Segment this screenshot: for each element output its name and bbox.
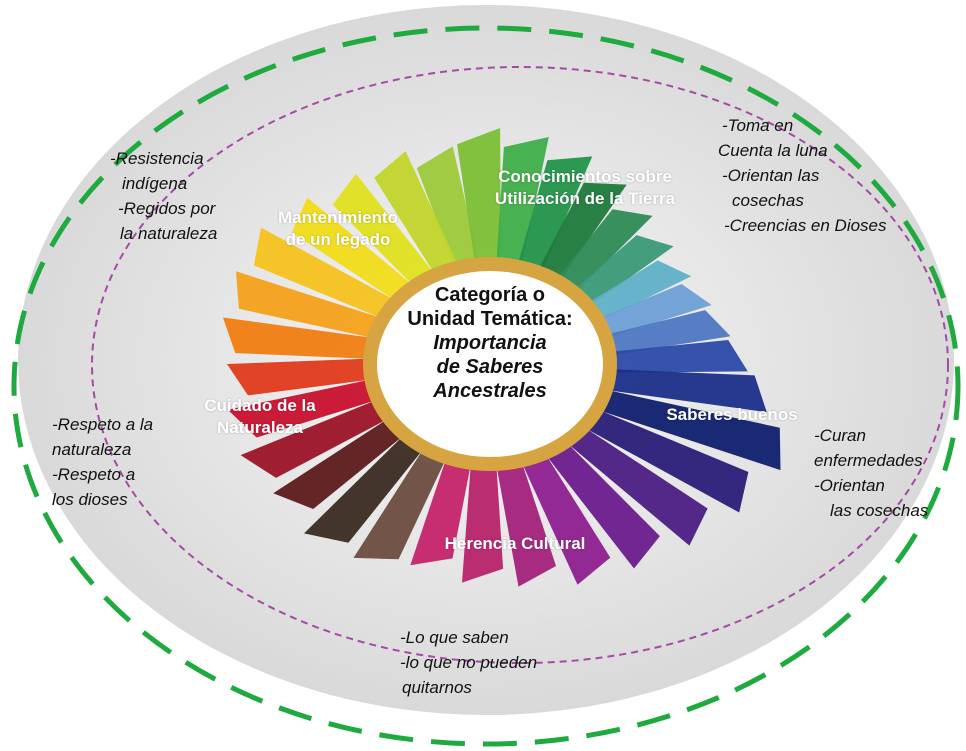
segment-label-cuidado: Cuidado de la Naturaleza bbox=[204, 396, 316, 437]
category-subtitle-line1: Importancia bbox=[433, 332, 547, 354]
color-ray bbox=[227, 357, 402, 396]
color-ray bbox=[332, 173, 452, 306]
color-ray bbox=[457, 128, 501, 290]
color-ray bbox=[273, 402, 427, 509]
color-ray bbox=[253, 227, 423, 330]
category-title-line2: Unidad Temática: bbox=[407, 308, 573, 330]
color-ray bbox=[528, 422, 660, 569]
category-subtitle-line3: Ancestrales bbox=[433, 380, 547, 402]
color-ray bbox=[462, 437, 504, 583]
annotation-top-left: -Resistencia indígena -Regidos por la na… bbox=[110, 149, 218, 243]
color-ray bbox=[416, 146, 486, 293]
color-ray bbox=[576, 367, 767, 413]
segment-label-herencia: Herencia Cultural bbox=[444, 534, 586, 553]
color-ray bbox=[544, 411, 708, 546]
color-ray bbox=[510, 156, 593, 298]
category-subtitle-line2: de Saberes bbox=[436, 356, 544, 378]
annotation-right: -Curan enfermedades -Orientan las cosech… bbox=[814, 426, 929, 520]
annotation-bottom: -Lo que saben -lo que no pueden quitarno… bbox=[400, 628, 538, 697]
color-ray bbox=[491, 436, 556, 587]
color-ray bbox=[223, 317, 404, 361]
segment-label-conocimientos: Conocimientos sobre Utilización de la Ti… bbox=[494, 167, 676, 208]
color-ray bbox=[374, 151, 470, 298]
color-ray bbox=[494, 137, 549, 293]
color-ray bbox=[240, 388, 415, 478]
annotation-top-right: -Toma en Cuenta la luna -Orientan las co… bbox=[718, 116, 887, 235]
color-ray bbox=[568, 383, 781, 471]
color-ray bbox=[557, 398, 749, 513]
color-ray bbox=[236, 271, 412, 345]
color-ray bbox=[227, 373, 406, 438]
color-ray bbox=[291, 197, 436, 317]
segment-label-saberes: Saberes buenos bbox=[666, 405, 798, 424]
color-ray bbox=[510, 430, 611, 585]
annotation-left: -Respeto a la naturaleza -Respeto a los … bbox=[52, 415, 154, 509]
outer-dashed-ellipse bbox=[11, 25, 961, 747]
central-category: Categoría o Unidad Temática: Importancia… bbox=[395, 283, 585, 403]
center-ring bbox=[363, 257, 617, 471]
category-title-line1: Categoría o bbox=[434, 284, 546, 306]
segment-label-mantenimiento: Mantenimiento de un legado bbox=[278, 208, 398, 249]
color-ray bbox=[579, 340, 748, 374]
inner-dashed-ellipse bbox=[91, 66, 949, 664]
color-ray bbox=[304, 415, 441, 543]
